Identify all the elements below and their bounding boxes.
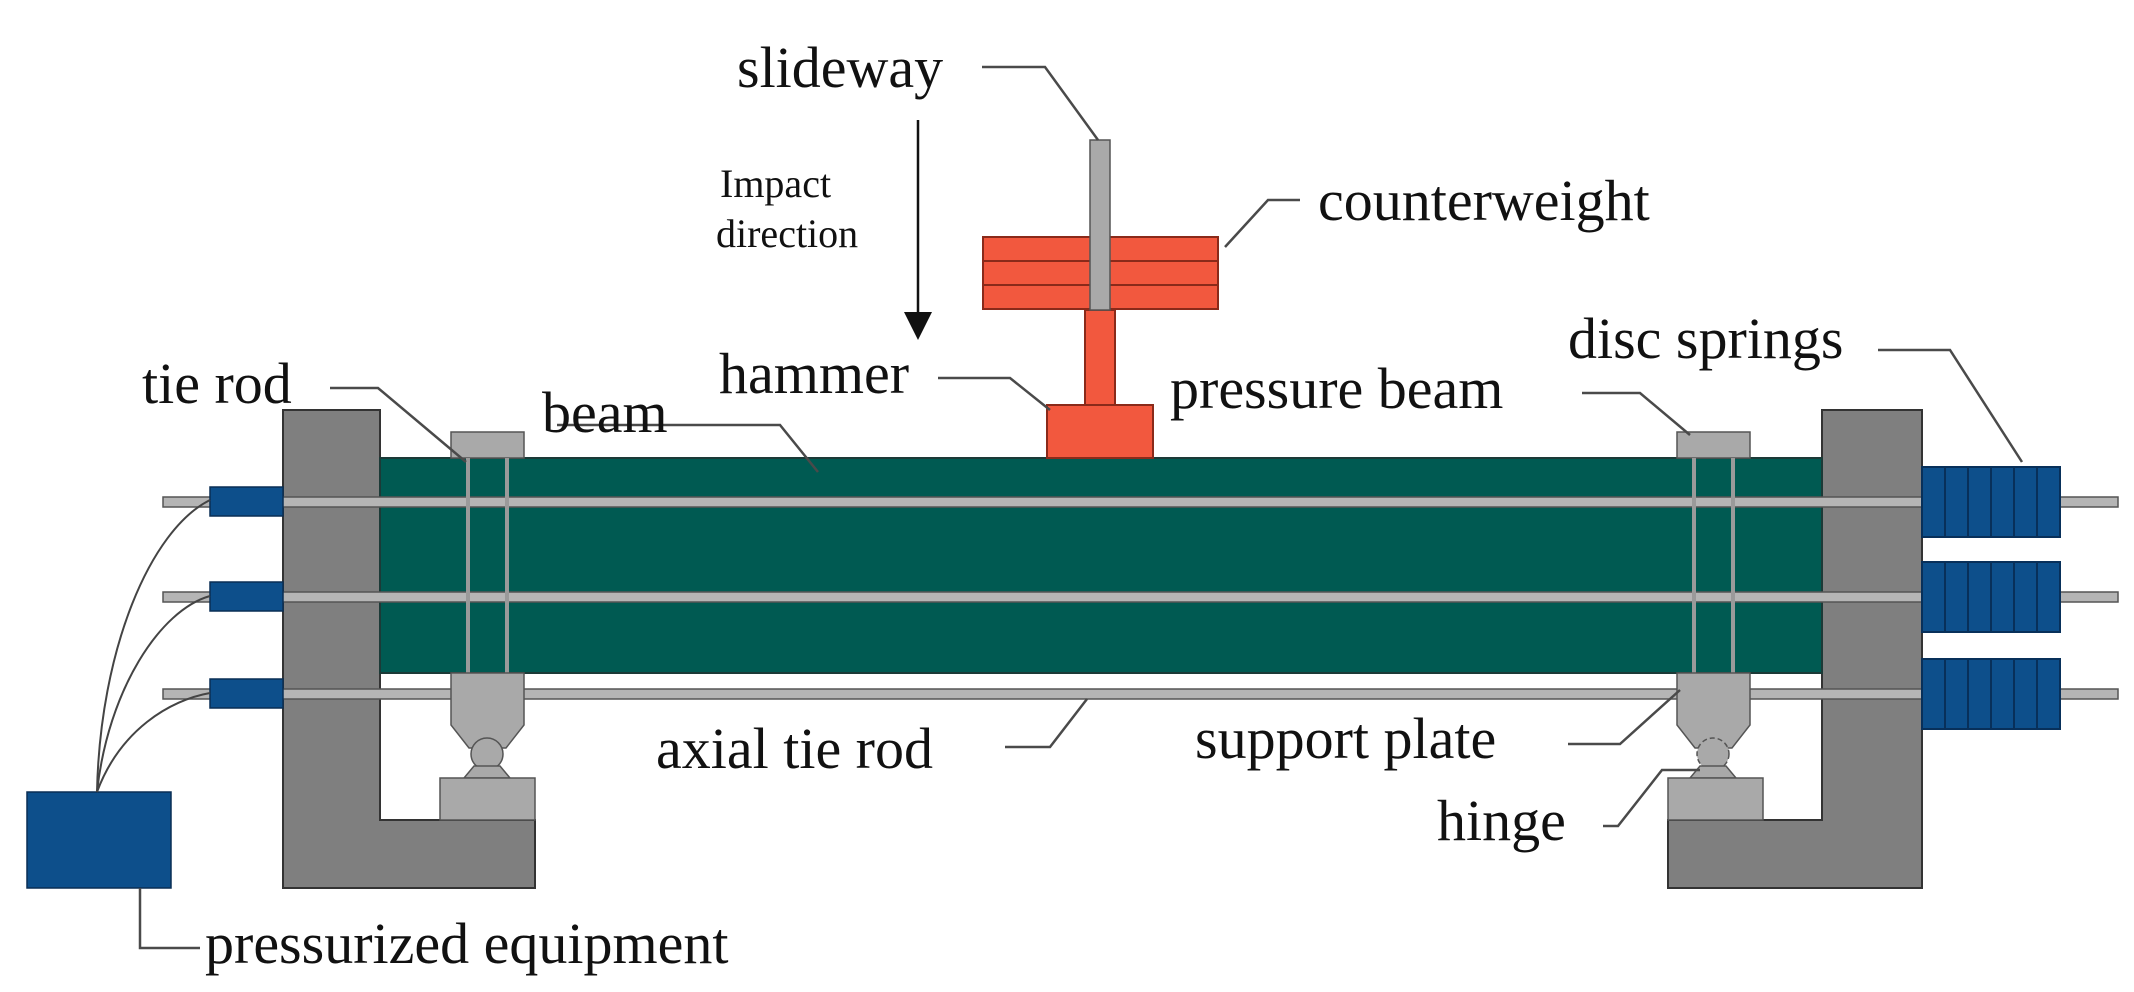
beam-leader	[557, 423, 819, 473]
hammer-leader	[938, 376, 1051, 411]
pressure-beam-leader	[1582, 391, 1691, 436]
axial-tie-rod-leader	[1005, 698, 1088, 749]
impact-direction-label-line2: direction	[716, 211, 858, 256]
beam-body	[379, 457, 1823, 674]
disc-springs-top	[1921, 466, 2061, 538]
hammer-label: hammer	[719, 341, 909, 406]
jack-bottom	[209, 678, 284, 709]
disc-springs-bottom	[1921, 658, 2061, 730]
pressure-beam-left	[450, 431, 525, 459]
slideway-label: slideway	[737, 35, 943, 100]
jack-middle	[209, 581, 284, 612]
pressurized-equipment-label: pressurized equipment	[205, 911, 728, 976]
hammer-head	[1046, 404, 1154, 459]
support-plate-right	[1676, 672, 1751, 749]
hinge-stem-right	[1688, 765, 1738, 779]
hose	[96, 595, 211, 793]
hammer-shaft	[1084, 309, 1116, 406]
impact-direction-label-line1: Impact	[720, 161, 831, 206]
support-plate-left	[450, 672, 525, 749]
slideway-leader	[982, 65, 1100, 141]
pressurized-equipment-box	[26, 791, 172, 889]
pressure-beam-label: pressure beam	[1170, 356, 1503, 421]
counterweight-label: counterweight	[1318, 168, 1650, 233]
hinge-label: hinge	[1437, 788, 1566, 853]
hose	[96, 692, 211, 793]
support-plate-leader	[1568, 689, 1681, 746]
jack-top	[209, 486, 284, 517]
impact-arrow-head	[904, 312, 932, 340]
axial-tie-rod-bottom	[162, 688, 2119, 700]
hose	[96, 499, 211, 793]
hinge-stem-left	[462, 765, 512, 779]
hinge-leader	[1603, 768, 1700, 828]
disc-springs-middle	[1921, 561, 2061, 633]
axial-tie-rod-label: axial tie rod	[656, 716, 933, 781]
tie-rod-middle	[162, 591, 2119, 603]
hinge-base-right	[1667, 777, 1764, 821]
tie-rod-leader	[330, 386, 467, 463]
tie-rod-top	[162, 496, 2119, 508]
counterweight-leader	[1224, 198, 1300, 248]
beam-label: beam	[542, 380, 668, 445]
pressurized-equipment-leader	[138, 888, 200, 950]
disc-springs-leader	[1878, 348, 2024, 463]
hinge-left	[470, 737, 504, 771]
right-frame	[1667, 409, 1923, 889]
disc-springs-label: disc springs	[1568, 306, 1844, 371]
tie-rod-label: tie rod	[142, 351, 292, 416]
slideway-rod	[1089, 139, 1111, 311]
hinge-right	[1696, 737, 1730, 771]
hinge-base-left	[439, 777, 536, 821]
support-plate-label: support plate	[1195, 706, 1496, 771]
pressure-beam-right	[1676, 431, 1751, 459]
